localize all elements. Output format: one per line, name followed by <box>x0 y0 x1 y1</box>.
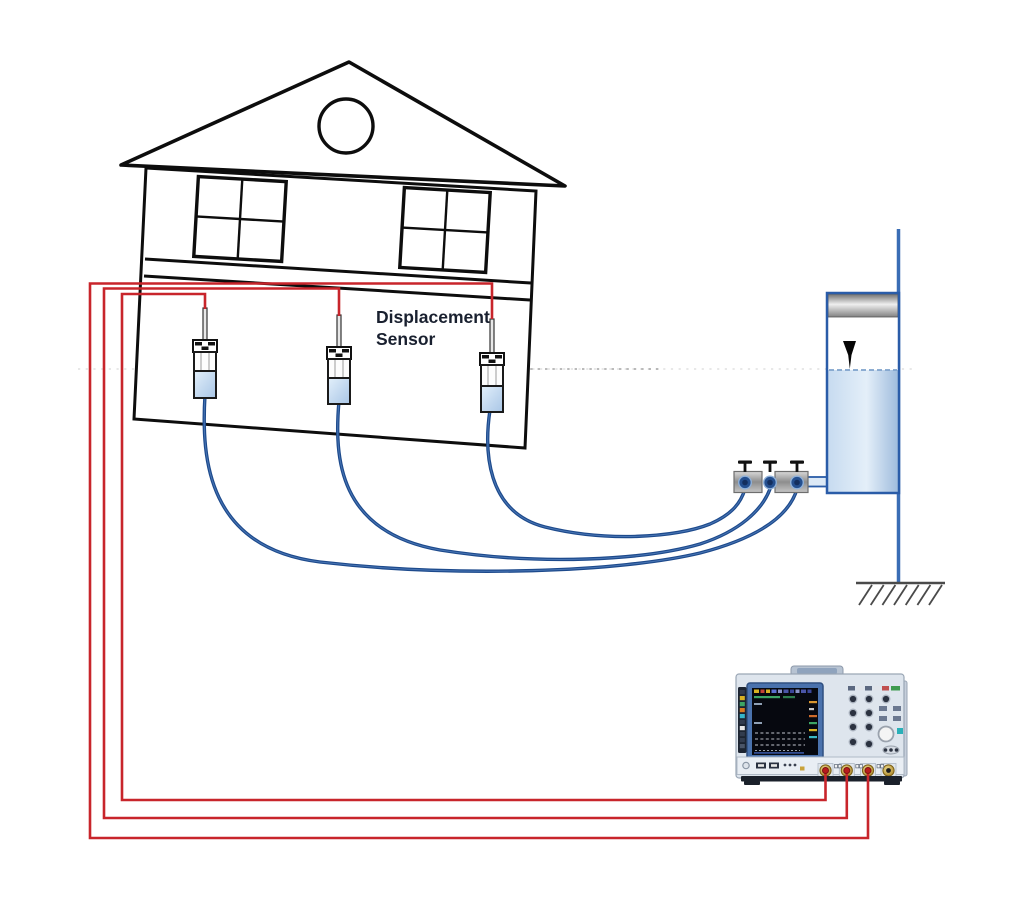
sensor3-fluid-body <box>480 385 504 413</box>
window-left <box>191 174 289 264</box>
displacement-sensor-1 <box>192 307 218 399</box>
displacement-sensors <box>192 307 505 413</box>
displacement-sensor-label: Displacement Sensor <box>376 307 490 349</box>
sensor-signal-wires <box>88 282 872 840</box>
wire-sensor2-to-scope <box>102 287 849 820</box>
probe-connector-2 <box>843 767 851 774</box>
probe-comp-contact <box>800 766 805 771</box>
pipe-valve-to-tank <box>806 476 829 488</box>
oscilloscope <box>735 665 908 785</box>
channel-label-tabs <box>834 764 885 769</box>
valve1-handle <box>738 460 752 464</box>
knob <box>848 722 858 732</box>
wire-sensor1-to-scope <box>120 292 827 802</box>
screen-side-button-strip <box>738 687 747 753</box>
water-reservoir-assembly <box>825 229 945 606</box>
sensor1-fluid-body <box>193 370 217 399</box>
knob <box>864 722 874 732</box>
sensor2-rod <box>336 314 342 349</box>
screen-content <box>754 689 817 754</box>
floor-line-upper <box>144 257 532 285</box>
level-marker <box>843 341 856 369</box>
knob <box>848 694 858 704</box>
tube3-highlight <box>487 409 746 538</box>
valve-handles <box>738 460 804 472</box>
window-right <box>397 185 493 275</box>
tank-outline <box>825 291 901 495</box>
valve3-handle <box>790 460 804 464</box>
label-line2: Sensor <box>376 329 436 349</box>
knob <box>848 708 858 718</box>
teal-button <box>897 728 903 734</box>
tube2-highlight <box>337 400 771 560</box>
knob <box>864 694 874 704</box>
tube1-highlight <box>203 394 798 572</box>
scope-base-bar <box>741 776 902 782</box>
sensor1-upper-body <box>193 351 217 372</box>
probe-connector-3 <box>864 767 872 774</box>
valve-bank <box>733 460 829 494</box>
scope-handle-inset <box>797 668 837 674</box>
probe-connector-1 <box>822 767 829 774</box>
round-attic-window <box>317 97 375 155</box>
label-line1: Displacement <box>376 307 490 327</box>
sensor3-cap <box>479 352 505 366</box>
power-button <box>742 761 750 770</box>
hydraulic-tubes <box>202 393 799 573</box>
displacement-sensor-3 <box>479 318 505 413</box>
scope-control-panel <box>848 686 903 755</box>
valve-ports <box>738 475 805 490</box>
sensor3-rod <box>489 318 495 355</box>
scope-screen <box>752 688 818 755</box>
knob <box>881 694 891 704</box>
screen-bottom-status-row <box>754 752 804 754</box>
sensor1-rod <box>202 307 208 342</box>
scope-foot-right <box>884 781 900 785</box>
sensor2-upper-body <box>327 358 351 379</box>
tank-cap <box>827 293 899 318</box>
screen-green-text-row <box>754 696 780 699</box>
scope-foot-left <box>744 781 760 785</box>
wire-sensor3-to-scope <box>88 282 870 840</box>
displacement-sensor-2 <box>326 314 352 405</box>
sensor1-cap <box>192 339 218 353</box>
knob <box>864 739 874 749</box>
sensor2-fluid-body <box>327 377 351 405</box>
ground-symbol <box>856 581 945 606</box>
run-button <box>891 686 900 691</box>
knob <box>848 737 858 747</box>
sensor3-upper-body <box>480 364 504 387</box>
tank-water <box>828 370 898 492</box>
knob <box>864 708 874 718</box>
scope-connector-strip <box>736 756 905 777</box>
large-adjust-knob <box>877 725 895 743</box>
sensor2-cap <box>326 346 352 360</box>
valve2-handle <box>763 460 777 464</box>
